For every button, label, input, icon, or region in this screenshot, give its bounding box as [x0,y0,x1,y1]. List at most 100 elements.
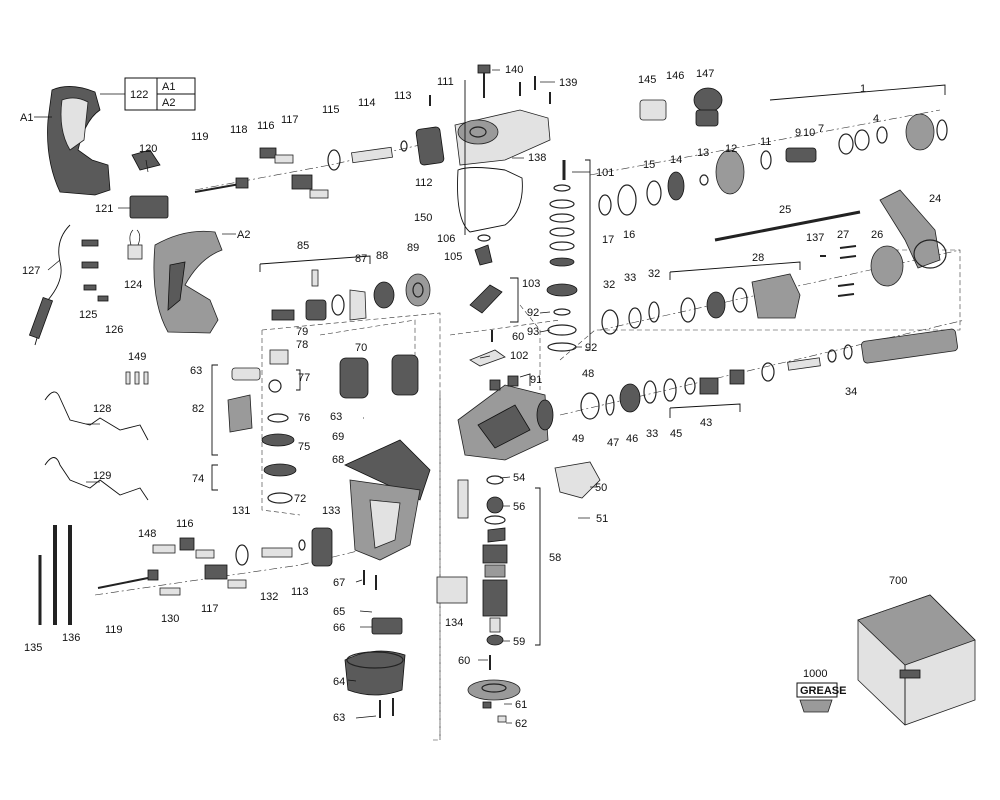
label-32b: 32 [648,268,660,280]
housing-half-a1 [47,86,111,196]
label-34: 34 [845,386,857,398]
label-125: 125 [79,309,97,321]
label-61: 61 [515,699,527,711]
label-33a: 33 [624,272,636,284]
label-112: 112 [415,177,433,189]
striker-140-139 [429,64,551,106]
label-131: 131 [232,505,250,517]
small-screws-125-126 [81,239,109,302]
label-92b: 92 [585,342,597,354]
label-27: 27 [837,229,849,241]
screws-63-67 [363,570,394,718]
label-13: 13 [697,147,709,159]
label-117a: 117 [281,114,299,126]
label-145: 145 [638,74,656,86]
label-67: 67 [333,577,345,589]
label-82: 82 [192,403,204,415]
brush-assembly-lower [97,527,333,596]
label-105: 105 [444,251,462,263]
label-119a: 119 [191,131,209,143]
label-4: 4 [873,113,879,125]
grease-label: GREASE [800,685,846,697]
label-136: 136 [62,632,80,644]
label-65: 65 [333,606,345,618]
label-118: 118 [230,124,248,136]
label-115: 115 [322,104,340,116]
label-135: 135 [24,642,42,654]
label-114: 114 [358,97,376,109]
fan-guide-64 [344,650,406,696]
label-117b: 117 [201,603,219,615]
label-116b: 116 [176,518,194,530]
label-15: 15 [643,159,655,171]
label-16: 16 [623,229,635,241]
label-68: 68 [332,454,344,466]
label-59: 59 [513,636,525,648]
front-assembly-1 [598,113,948,216]
brush-assembly-upper [194,126,445,199]
label-1: 1 [860,83,866,95]
legend-variant-a2: A2 [162,97,175,109]
lever-103-102 [469,234,506,367]
label-111: 111 [437,76,454,88]
label-32a: 32 [603,279,615,291]
label-150: 150 [414,212,432,224]
screw-60 [489,330,493,670]
label-132: 132 [260,591,278,603]
label-124: 124 [124,279,142,291]
label-88: 88 [376,250,388,262]
cover-50 [554,461,601,499]
leader-lines [34,69,598,724]
label-51: 51 [596,513,608,525]
label-121: 121 [95,203,113,215]
label-69: 69 [332,431,344,443]
label-137: 137 [806,232,824,244]
gasket-150 [457,167,523,233]
label-60a: 60 [458,655,470,667]
label-128: 128 [93,403,111,415]
label-74: 74 [192,473,204,485]
chucks-145-147 [639,87,723,127]
label-87: 87 [355,253,367,265]
label-101: 101 [596,167,614,179]
label-78: 78 [296,339,308,351]
screws-137-27 [820,245,857,297]
label-130: 130 [161,613,179,625]
label-92a: 92 [527,307,539,319]
label-72: 72 [294,493,306,505]
label-79: 79 [296,326,308,338]
label-75: 75 [298,441,310,453]
label-50: 50 [595,482,607,494]
cord-127 [28,224,71,346]
label-63c: 63 [333,712,345,724]
collar-26 [870,245,904,287]
label-43: 43 [700,417,712,429]
label-102: 102 [510,350,528,362]
label-66: 66 [333,622,345,634]
label-700: 700 [889,575,907,587]
label-113b: 113 [291,586,309,598]
label-138: 138 [528,152,546,164]
gear-housing-111 [454,109,551,166]
field-70 [339,354,419,399]
label-26: 26 [871,229,883,241]
label-106: 106 [437,233,455,245]
label-12: 12 [725,143,737,155]
label-146: 146 [666,70,684,82]
legend-variant-a1: A1 [162,81,175,93]
label-77: 77 [298,372,310,384]
label-91: 91 [530,374,542,386]
label-a2: A2 [237,229,250,241]
label-129: 129 [93,470,111,482]
pins-149 [125,371,149,385]
label-9: 9 [795,127,801,139]
label-63b: 63 [330,411,342,423]
label-70: 70 [355,342,367,354]
label-62: 62 [515,718,527,730]
switch-121 [129,195,169,219]
label-89: 89 [407,242,419,254]
label-49: 49 [572,433,584,445]
label-7: 7 [818,123,824,135]
depth-rod-25 [714,210,861,242]
label-85: 85 [297,240,309,252]
